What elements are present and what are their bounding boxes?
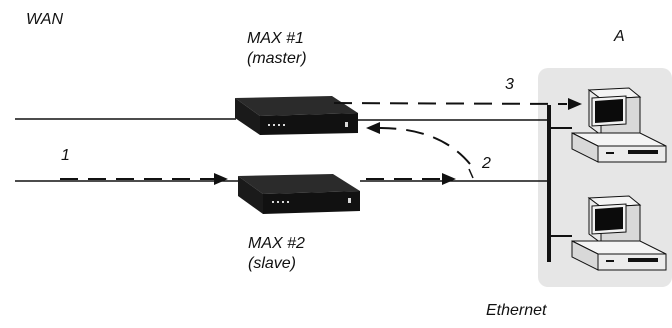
arrowhead-1: [214, 173, 228, 185]
max2-role-label: (slave): [248, 255, 297, 272]
step-3-label: 3: [505, 76, 514, 93]
max1-role-label: (master): [247, 50, 307, 67]
arrowheads: [214, 98, 582, 185]
max1-device: [235, 96, 358, 135]
arrowhead-2-back: [366, 122, 380, 134]
step-2-label: 2: [482, 155, 491, 172]
wan-label: WAN: [26, 11, 64, 28]
flow-arrow-3: [333, 102, 568, 105]
step-1-label: 1: [61, 147, 70, 164]
flow-arrow-2-tick: [468, 168, 474, 179]
max1-name-label: MAX #1: [247, 30, 304, 47]
max2-name-label: MAX #2: [248, 235, 305, 252]
workstation-bottom-icon: [571, 195, 667, 271]
workstation-top-icon: [571, 87, 667, 163]
ethernet-label: Ethernet: [486, 302, 547, 319]
flow-arrow-2-back: [379, 127, 471, 165]
host-a-label: A: [614, 28, 625, 45]
arrowhead-3: [568, 98, 582, 110]
max2-device: [238, 174, 360, 214]
arrowhead-2-forward: [442, 173, 456, 185]
